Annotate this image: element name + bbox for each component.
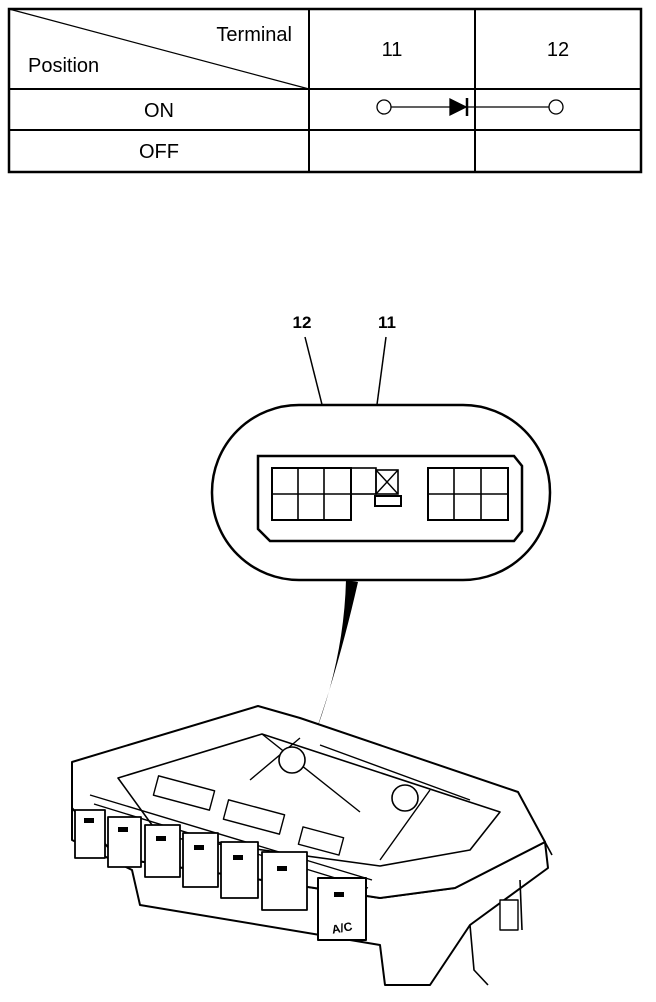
continuity-diode-symbol	[376, 97, 564, 117]
terminal-12-node	[548, 99, 564, 115]
control-unit-illustration	[71, 705, 553, 986]
blank-terminal-icon	[375, 469, 399, 495]
connector-face	[256, 454, 524, 543]
terminal-11-node	[376, 99, 392, 115]
corner-terminal-label: Terminal	[216, 24, 292, 46]
ac-button-label: A/C	[331, 919, 354, 936]
col-header-terminal-12: 12	[547, 39, 569, 61]
diode-icon	[449, 97, 468, 117]
header-diagonal	[8, 8, 310, 90]
callout-11: 11	[378, 313, 396, 332]
row-label-on: ON	[144, 100, 174, 122]
col-header-terminal-11: 11	[382, 39, 403, 61]
row-label-off: OFF	[139, 141, 179, 163]
callout-12: 12	[293, 313, 312, 332]
connector-magnifier	[210, 403, 552, 582]
continuity-table	[7, 7, 643, 174]
corner-position-label: Position	[28, 55, 99, 77]
ac-button	[317, 877, 367, 941]
magnifier-pointer	[312, 580, 358, 742]
